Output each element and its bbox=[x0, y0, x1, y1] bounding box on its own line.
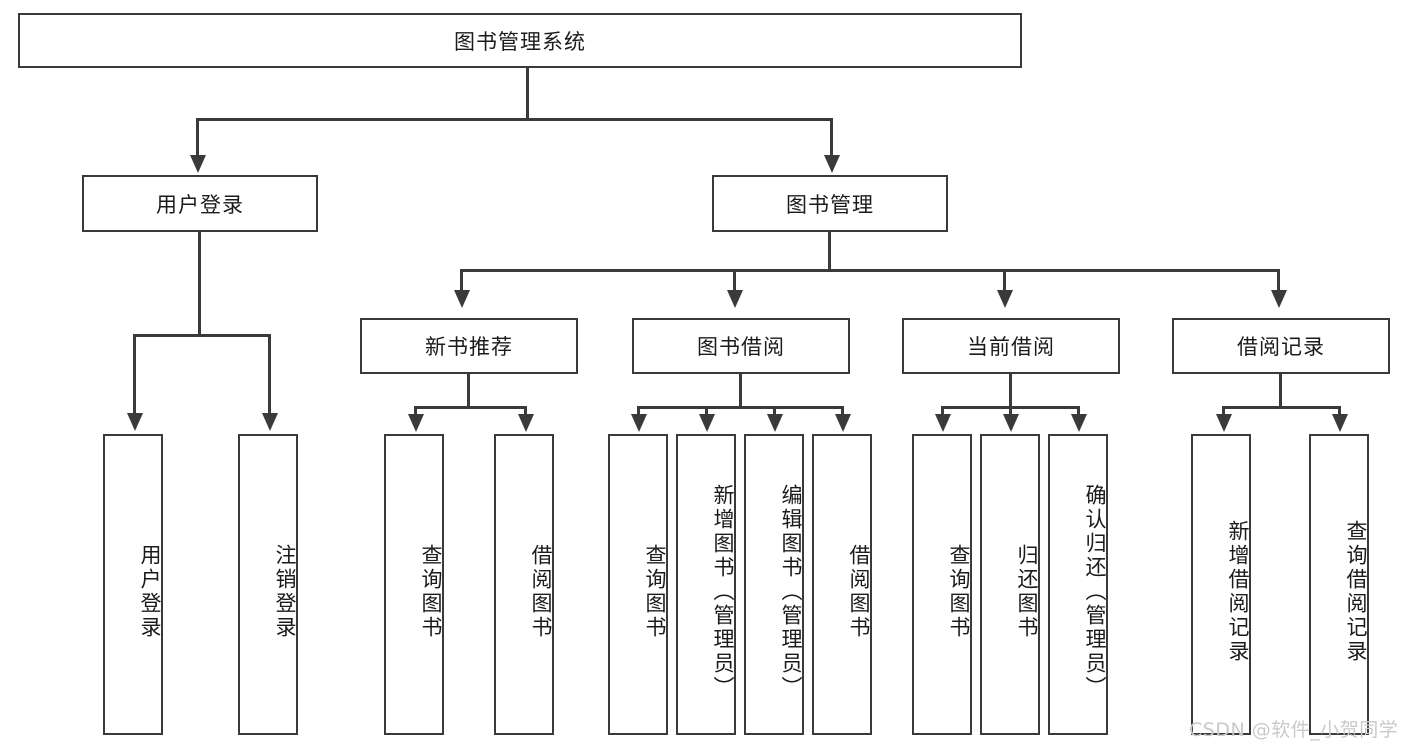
node-leaf-add-record[interactable]: 新增借阅记录 bbox=[1191, 434, 1251, 735]
connector-user-login-leaf-2 bbox=[268, 334, 271, 416]
node-leaf-query-book-1-label: 查询图书 bbox=[419, 543, 443, 640]
node-borrow-record-label: 借阅记录 bbox=[1237, 335, 1325, 359]
connector-current-borrow-leaf-1 bbox=[941, 406, 944, 418]
connector-user-login-bar bbox=[133, 334, 270, 337]
connector-bm-to-new-book bbox=[460, 269, 463, 293]
connector-book-borrow-leaf-2 bbox=[705, 406, 708, 418]
connector-book-management-bar bbox=[460, 269, 1280, 272]
arrow-user-login-leaf-1 bbox=[127, 413, 143, 431]
node-leaf-edit-book-label: 编辑图书（管理员） bbox=[779, 483, 803, 700]
arrow-current-borrow-leaf-3 bbox=[1071, 414, 1087, 432]
connector-borrow-record-leaf-1 bbox=[1222, 406, 1225, 418]
connector-root-to-book-management bbox=[830, 118, 833, 158]
arrow-user-login-leaf-2 bbox=[262, 413, 278, 431]
node-leaf-add-book-label: 新增图书（管理员） bbox=[711, 483, 735, 700]
node-leaf-query-record[interactable]: 查询借阅记录 bbox=[1309, 434, 1369, 735]
node-leaf-logout-login-label: 注销登录 bbox=[273, 543, 297, 640]
connector-borrow-record-leaf-2 bbox=[1338, 406, 1341, 418]
node-leaf-add-record-label: 新增借阅记录 bbox=[1226, 519, 1250, 664]
node-root-system-label: 图书管理系统 bbox=[454, 29, 586, 54]
node-leaf-query-book-2-label: 查询图书 bbox=[643, 543, 667, 640]
arrow-new-book-leaf-2 bbox=[518, 414, 534, 432]
node-new-book-recommend[interactable]: 新书推荐 bbox=[360, 318, 578, 374]
node-leaf-query-record-label: 查询借阅记录 bbox=[1344, 519, 1368, 664]
node-leaf-query-book-3[interactable]: 查询图书 bbox=[912, 434, 972, 735]
node-current-borrow[interactable]: 当前借阅 bbox=[902, 318, 1120, 374]
node-book-management-label: 图书管理 bbox=[786, 192, 874, 217]
arrow-book-borrow-leaf-2 bbox=[699, 414, 715, 432]
connector-new-book-stem bbox=[467, 374, 470, 408]
connector-bm-to-current-borrow bbox=[1003, 269, 1006, 293]
node-leaf-query-book-1[interactable]: 查询图书 bbox=[384, 434, 444, 735]
node-borrow-record[interactable]: 借阅记录 bbox=[1172, 318, 1390, 374]
connector-book-management-stem bbox=[828, 232, 831, 272]
connector-root-stem bbox=[526, 68, 529, 120]
arrow-current-borrow-leaf-2 bbox=[1003, 414, 1019, 432]
node-leaf-borrow-book-1-label: 借阅图书 bbox=[529, 543, 553, 640]
arrow-root-to-book-management bbox=[824, 155, 840, 173]
connector-current-borrow-stem bbox=[1009, 374, 1012, 408]
node-leaf-logout-login[interactable]: 注销登录 bbox=[238, 434, 298, 735]
connector-bm-to-borrow-record bbox=[1277, 269, 1280, 293]
node-leaf-edit-book[interactable]: 编辑图书（管理员） bbox=[744, 434, 804, 735]
node-book-borrow-label: 图书借阅 bbox=[697, 335, 785, 359]
node-leaf-query-book-2[interactable]: 查询图书 bbox=[608, 434, 668, 735]
arrow-bm-to-book-borrow bbox=[727, 290, 743, 308]
connector-book-borrow-stem bbox=[739, 374, 742, 408]
arrow-root-to-user-login bbox=[190, 155, 206, 173]
node-leaf-query-book-3-label: 查询图书 bbox=[947, 543, 971, 640]
node-user-login-label: 用户登录 bbox=[156, 192, 244, 217]
connector-borrow-record-stem bbox=[1279, 374, 1282, 408]
arrow-bm-to-borrow-record bbox=[1271, 290, 1287, 308]
connector-user-login-leaf-1 bbox=[133, 334, 136, 416]
arrow-bm-to-current-borrow bbox=[997, 290, 1013, 308]
connector-user-login-stem bbox=[198, 232, 201, 336]
node-current-borrow-label: 当前借阅 bbox=[967, 335, 1055, 359]
arrow-bm-to-new-book bbox=[454, 290, 470, 308]
csdn-watermark: CSDN @软件_小贺同学 bbox=[1189, 719, 1399, 741]
node-new-book-recommend-label: 新书推荐 bbox=[425, 335, 513, 359]
connector-root-to-user-login bbox=[196, 118, 199, 158]
connector-book-borrow-leaf-1 bbox=[637, 406, 640, 418]
arrow-new-book-leaf-1 bbox=[408, 414, 424, 432]
connector-current-borrow-leaf-2 bbox=[1009, 406, 1012, 418]
node-leaf-user-login[interactable]: 用户登录 bbox=[103, 434, 163, 735]
connector-book-borrow-bar bbox=[637, 406, 842, 409]
arrow-current-borrow-leaf-1 bbox=[935, 414, 951, 432]
node-book-management[interactable]: 图书管理 bbox=[712, 175, 948, 232]
node-leaf-add-book[interactable]: 新增图书（管理员） bbox=[676, 434, 736, 735]
node-leaf-return-book[interactable]: 归还图书 bbox=[980, 434, 1040, 735]
connector-new-book-leaf-1 bbox=[414, 406, 417, 418]
arrow-borrow-record-leaf-2 bbox=[1332, 414, 1348, 432]
connector-book-borrow-leaf-4 bbox=[841, 406, 844, 418]
connector-borrow-record-bar bbox=[1222, 406, 1341, 409]
node-leaf-borrow-book-2[interactable]: 借阅图书 bbox=[812, 434, 872, 735]
node-leaf-confirm-return[interactable]: 确认归还（管理员） bbox=[1048, 434, 1108, 735]
node-book-borrow[interactable]: 图书借阅 bbox=[632, 318, 850, 374]
arrow-book-borrow-leaf-3 bbox=[767, 414, 783, 432]
connector-new-book-leaf-2 bbox=[524, 406, 527, 418]
node-user-login[interactable]: 用户登录 bbox=[82, 175, 318, 232]
node-leaf-return-book-label: 归还图书 bbox=[1015, 543, 1039, 640]
arrow-book-borrow-leaf-1 bbox=[631, 414, 647, 432]
node-leaf-user-login-label: 用户登录 bbox=[138, 543, 162, 640]
arrow-borrow-record-leaf-1 bbox=[1216, 414, 1232, 432]
node-leaf-confirm-return-label: 确认归还（管理员） bbox=[1083, 483, 1107, 700]
node-root-system[interactable]: 图书管理系统 bbox=[18, 13, 1022, 68]
connector-new-book-bar bbox=[414, 406, 527, 409]
arrow-book-borrow-leaf-4 bbox=[835, 414, 851, 432]
connector-root-bar bbox=[196, 118, 833, 121]
connector-current-borrow-leaf-3 bbox=[1077, 406, 1080, 418]
connector-bm-to-book-borrow bbox=[733, 269, 736, 293]
node-leaf-borrow-book-1[interactable]: 借阅图书 bbox=[494, 434, 554, 735]
node-leaf-borrow-book-2-label: 借阅图书 bbox=[847, 543, 871, 640]
connector-book-borrow-leaf-3 bbox=[773, 406, 776, 418]
